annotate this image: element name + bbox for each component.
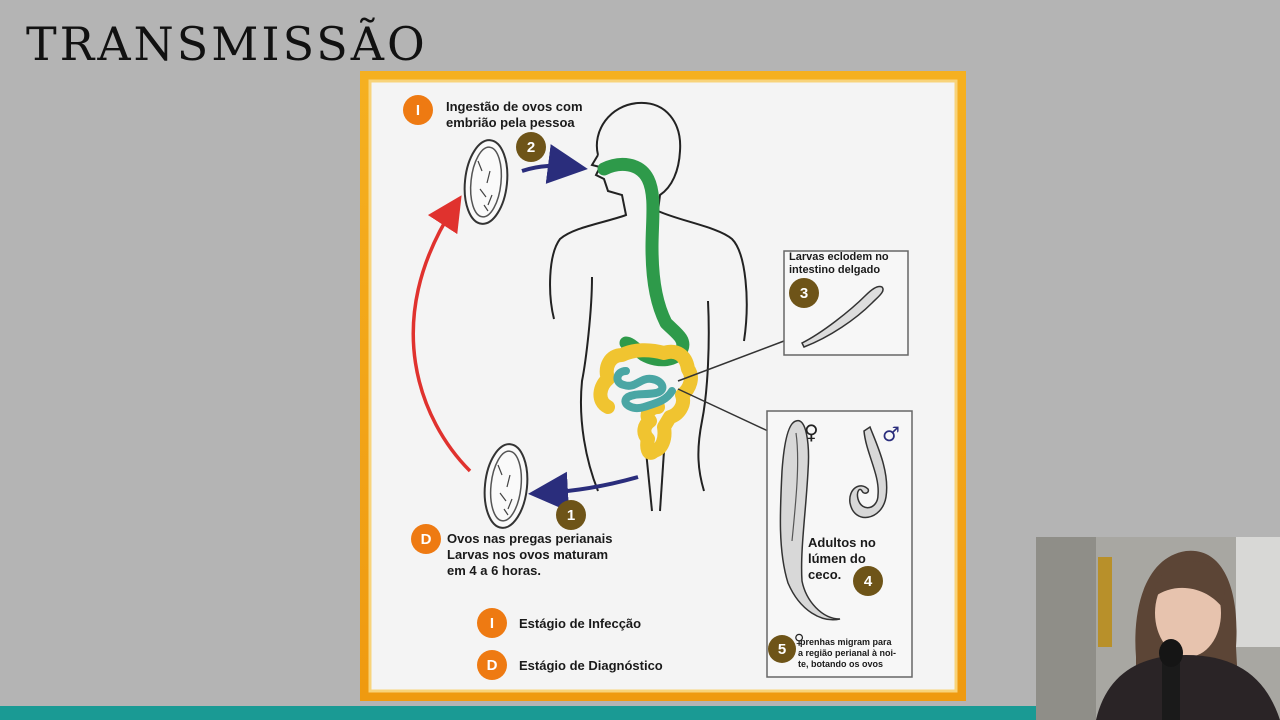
diagram-canvas: 2 1 3 4 5 I D I D ♀ ♂ ♀ <box>360 71 966 701</box>
step5-line1: prenhas migram para <box>800 637 892 647</box>
diag-line1: Ovos nas pregas perianais <box>447 531 613 546</box>
step5-label-cont: a região perianal à noi- te, botando os … <box>798 648 896 670</box>
step4-line2: lúmen do <box>808 551 866 566</box>
step3-line2: intestino delgado <box>789 264 881 276</box>
step5-line2: a região perianal à noi- <box>798 648 897 658</box>
step4-line3: ceco. <box>808 567 842 582</box>
life-cycle-diagram: 2 1 3 4 5 I D I D ♀ ♂ ♀ Ingestão de ovos… <box>360 71 966 701</box>
step-number-5: 5 <box>778 641 786 658</box>
step-number-4: 4 <box>864 573 873 590</box>
female-worm-icon <box>779 419 841 621</box>
male-symbol: ♂ <box>882 422 900 446</box>
step4-label: Adultos no lúmen do ceco. <box>808 535 876 583</box>
stage-badges <box>403 95 507 680</box>
step5-label: prenhas migram para <box>800 637 892 648</box>
large-intestine <box>593 343 698 460</box>
step1-line2: embrião pela pessoa <box>446 115 575 130</box>
legend-diagnostic-label: Estágio de Diagnóstico <box>519 658 663 673</box>
diag-line2: Larvas nos ovos maturam <box>447 547 609 562</box>
legend-infection-label: Estágio de Infecção <box>519 616 642 631</box>
diagram-border <box>360 71 966 701</box>
step-number-2: 2 <box>527 139 535 156</box>
step-number-3: 3 <box>800 285 808 302</box>
step1-line1: Ingestão de ovos com <box>446 99 583 114</box>
step5-line3: te, botando os ovos <box>798 659 884 669</box>
step-badges <box>516 132 883 663</box>
step3-line1: Larvas eclodem no <box>789 251 889 263</box>
legend-infection-badge: I <box>490 615 494 632</box>
slide-title: TRANSMISSÃO <box>26 17 428 71</box>
legend-diagnostic-badge: D <box>487 657 498 674</box>
step1-label: Ingestão de ovos com embrião pela pessoa <box>446 99 583 131</box>
step4-line1: Adultos no <box>808 535 876 550</box>
step3-label: Larvas eclodem no intestino delgado <box>789 251 889 277</box>
infection-badge-letter: I <box>416 102 420 119</box>
bottom-accent-bar <box>0 706 1036 720</box>
egg-top <box>463 139 509 225</box>
diagnostic-badge-letter: D <box>421 531 432 548</box>
human-body-outline <box>549 101 748 512</box>
webcam-overlay <box>1036 537 1280 720</box>
male-worm-icon <box>849 425 888 519</box>
step-number-1: 1 <box>567 507 575 524</box>
female-symbol-step5: ♀ <box>794 632 804 648</box>
diag-line3: em 4 a 6 horas. <box>447 563 541 578</box>
egg-bottom <box>483 443 529 529</box>
presenter-video <box>1036 537 1280 720</box>
diagnostic-label: Ovos nas pregas perianais Larvas nos ovo… <box>447 531 612 579</box>
arrow-cycle-return <box>411 195 472 473</box>
larva-icon <box>800 285 884 348</box>
arrow-to-mouth <box>521 144 588 184</box>
small-intestine <box>613 367 676 412</box>
female-symbol: ♀ <box>804 420 819 444</box>
arrow-to-egg <box>528 471 639 512</box>
